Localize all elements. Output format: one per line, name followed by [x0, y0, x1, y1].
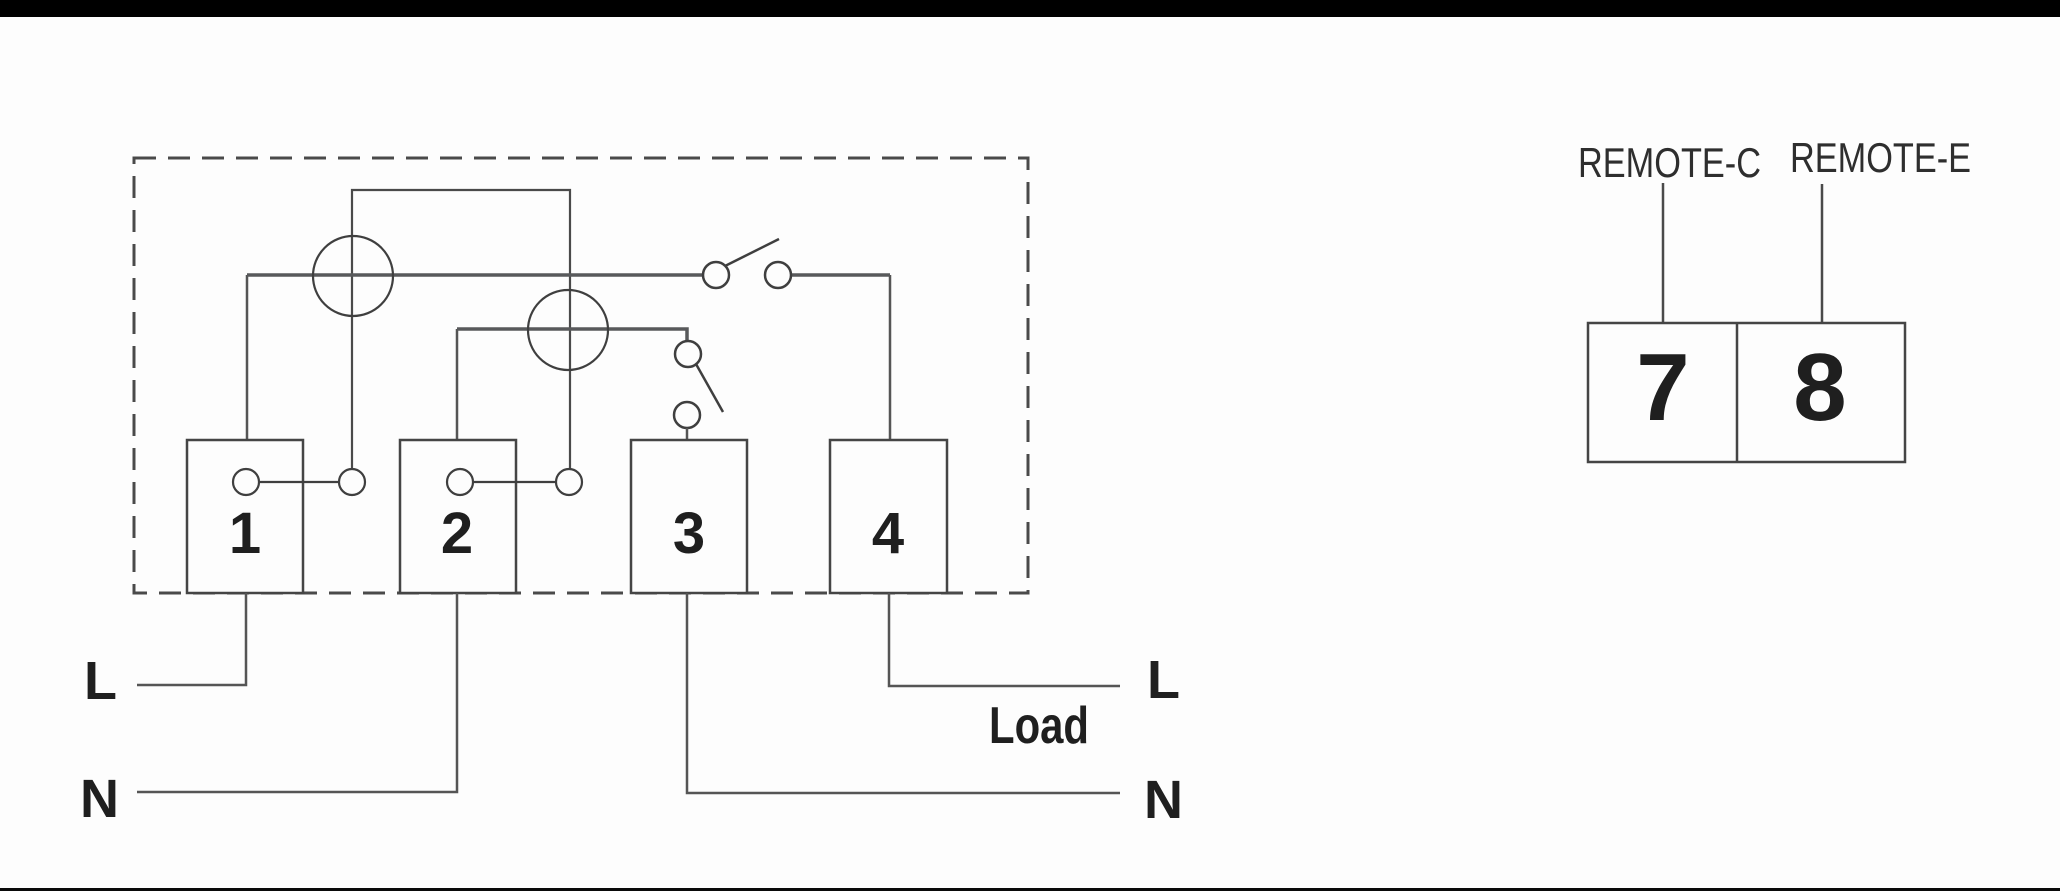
load-live-label: L	[1147, 650, 1180, 710]
load-neutral-wire	[685, 593, 1120, 795]
terminal-box-1	[185, 438, 305, 595]
supply-neutral-label: N	[80, 769, 119, 829]
load-neutral-label: N	[1144, 770, 1183, 830]
switch-1-blade	[724, 237, 780, 268]
device-enclosure-dashed-outline	[132, 156, 1030, 595]
loop-contact-1	[337, 467, 367, 497]
remote-c-label: REMOTE-C	[1578, 139, 1761, 186]
load-live-wire	[887, 593, 1120, 688]
terminal-box-2	[398, 438, 518, 595]
terminal-box-4	[828, 438, 949, 595]
terminal-4-label: 4	[872, 501, 904, 566]
remote-terminal-block	[1586, 321, 1907, 464]
terminal-2-label: 2	[441, 501, 473, 566]
terminal-box-3	[629, 438, 749, 595]
loop-contact-2	[554, 467, 584, 497]
bottom-letterbox-line	[0, 888, 2060, 891]
top-letterbox-bar	[0, 0, 2060, 17]
terminal-3-label: 3	[673, 501, 705, 566]
supply-neutral-wire	[137, 593, 459, 794]
load-label: Load	[989, 697, 1089, 755]
terminal-2-contact	[445, 467, 475, 497]
switch-1-right-contact	[763, 260, 793, 290]
remote-terminal-7-label: 7	[1636, 334, 1689, 441]
current-transformer-coil-1	[311, 234, 395, 318]
switch-2-blade	[694, 363, 725, 413]
neutral-sense-wire-segment	[457, 327, 689, 341]
supply-live-label: L	[84, 651, 117, 711]
terminal-1-contact	[231, 467, 261, 497]
switch-2-top-contact	[673, 339, 703, 369]
switch-2-bottom-contact	[672, 400, 702, 430]
remote-terminal-8-label: 8	[1793, 334, 1846, 441]
remote-e-label: REMOTE-E	[1790, 134, 1971, 181]
supply-live-wire	[137, 593, 248, 687]
switch-1-left-contact	[701, 260, 731, 290]
current-transformer-coil-2	[526, 288, 610, 372]
terminal-1-label: 1	[229, 501, 261, 566]
